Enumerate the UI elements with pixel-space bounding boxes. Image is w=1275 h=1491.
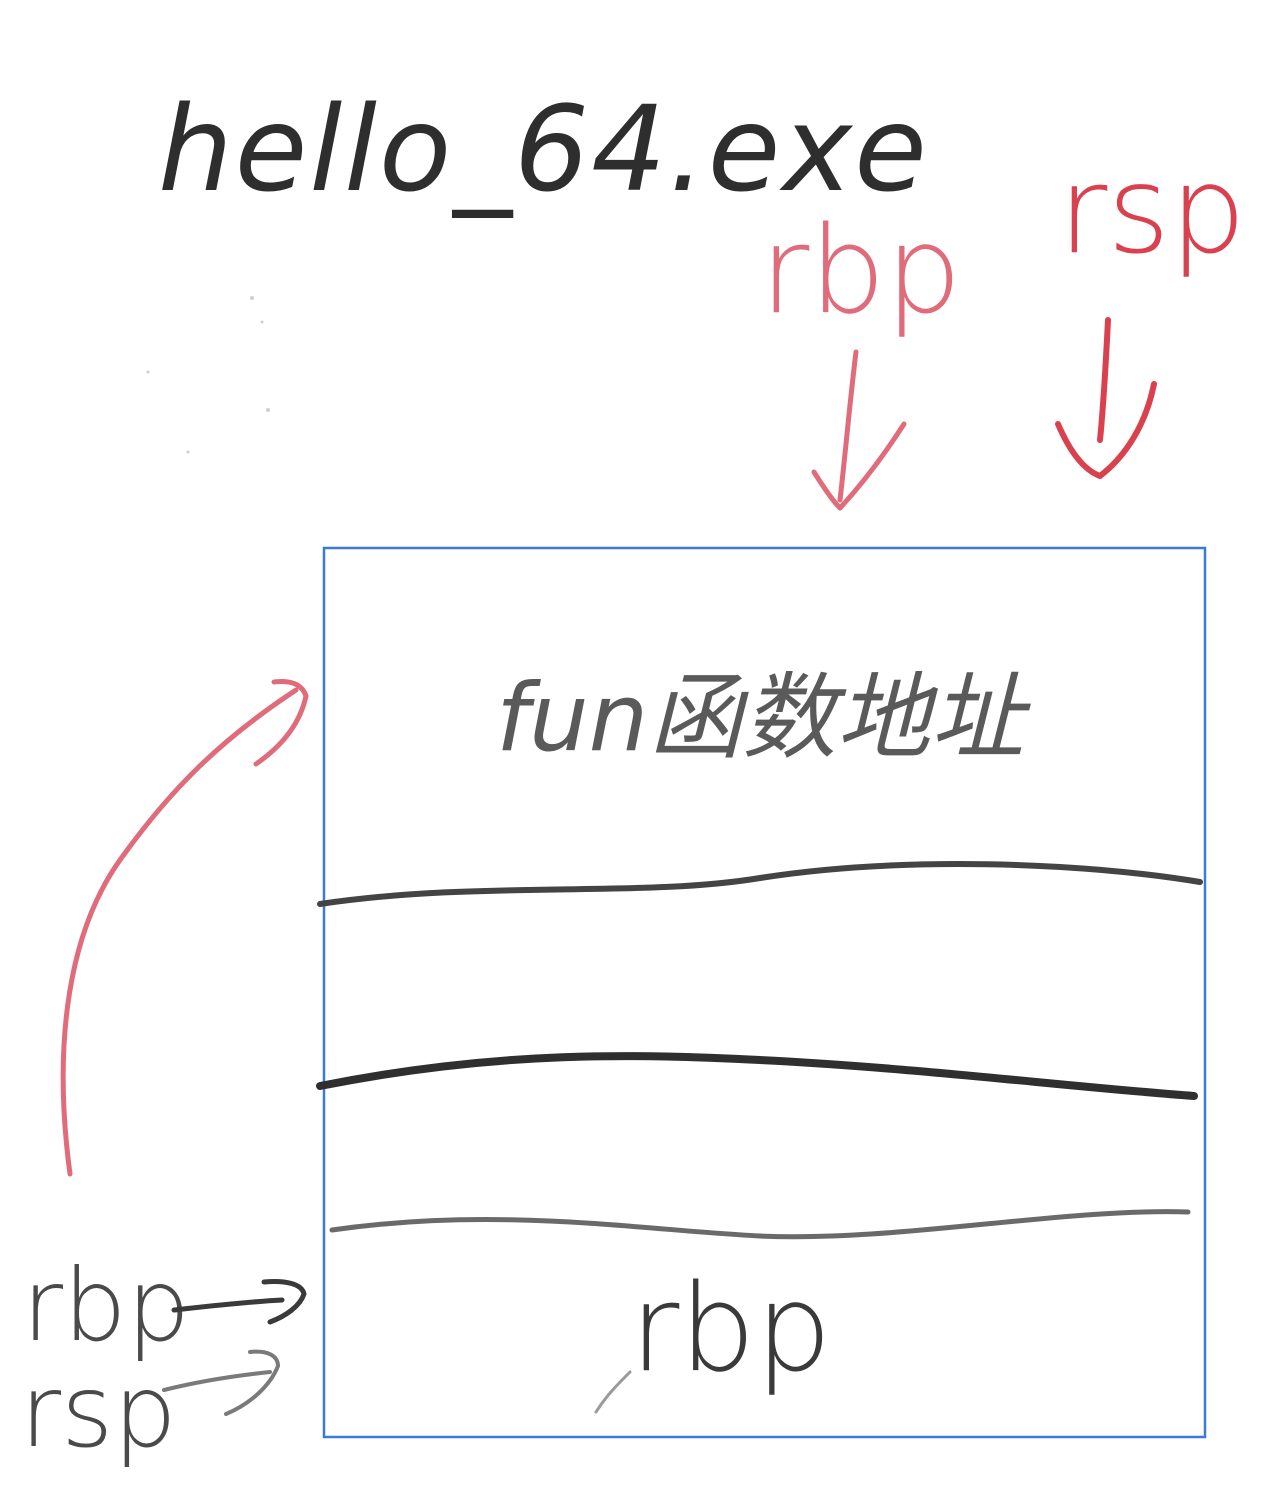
- top-rbp-arrow: [811, 349, 907, 511]
- divider-3: [329, 1209, 1191, 1240]
- divider-1: [317, 861, 1203, 907]
- left-rbp-label: rbp: [22, 1247, 190, 1364]
- left-rsp-arrow: [162, 1349, 280, 1416]
- left-rbp-arrow: [171, 1279, 307, 1325]
- top-rsp-label: rsp: [1058, 142, 1246, 281]
- top-rbp-label: rbp: [760, 202, 962, 341]
- stack-slot-function-address: fun函数地址: [496, 664, 1031, 773]
- faint-marks: [146, 296, 270, 454]
- rbp-tail-stroke: [594, 1370, 632, 1414]
- divider-2: [316, 1052, 1198, 1100]
- stack-box: [322, 546, 1207, 1439]
- diagram-title: hello_64.exe: [158, 80, 929, 218]
- top-rsp-arrow: [1055, 317, 1157, 479]
- return-arrow: [60, 679, 309, 1177]
- stack-slot-rbp: rbp: [630, 1260, 832, 1399]
- left-rsp-label: rsp: [20, 1353, 177, 1470]
- stack-dividers: [316, 861, 1203, 1240]
